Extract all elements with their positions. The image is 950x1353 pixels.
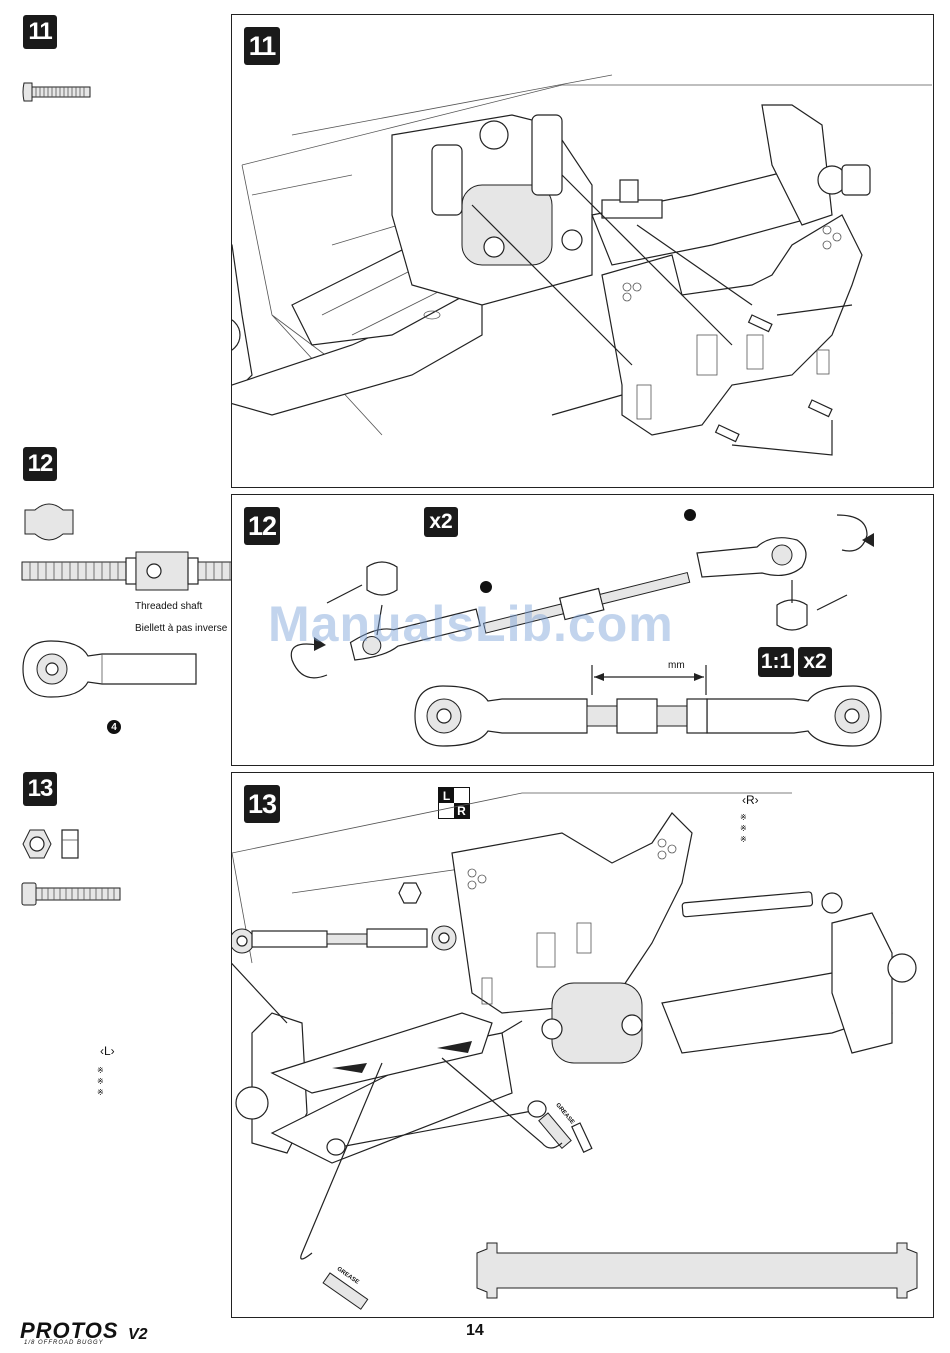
left-side-heading: ‹L› <box>100 1044 115 1058</box>
protos-logo: PROTOS V2 1/8 OFFROAD BUGGY <box>20 1316 160 1348</box>
page-number: 14 <box>466 1322 484 1340</box>
left-note-1: ※ <box>97 1066 104 1075</box>
lock-nut-part-icon <box>22 828 80 860</box>
rear-chassis-shock-tower-drawing <box>232 15 933 487</box>
camber-link-driveshaft-drawing <box>232 773 933 1317</box>
rod-end-part-icon <box>22 640 198 698</box>
left-note-2: ※ <box>97 1077 104 1086</box>
step-12-sidebar-badge: 12 <box>23 447 57 481</box>
left-note-3: ※ <box>97 1088 104 1097</box>
threaded-shaft-label-fr: Biellett à pas inverse <box>135 623 227 634</box>
ball-end-part-icon <box>23 500 75 544</box>
step-11-diagram-panel: 11 <box>231 14 934 488</box>
step-13-diagram-panel: 13 L R ‹R› ※ ※ ※ <box>231 772 934 1318</box>
threaded-shaft-label-en: Threaded shaft <box>135 601 202 612</box>
button-head-screw-icon <box>22 80 94 104</box>
step-11-sidebar-badge: 11 <box>23 15 57 49</box>
step-13-sidebar-badge: 13 <box>23 772 57 806</box>
cap-screw-part-icon <box>22 882 122 906</box>
rod-end-ref-number: 4 <box>107 720 121 734</box>
watermark: ManualsLib.com <box>268 595 674 653</box>
